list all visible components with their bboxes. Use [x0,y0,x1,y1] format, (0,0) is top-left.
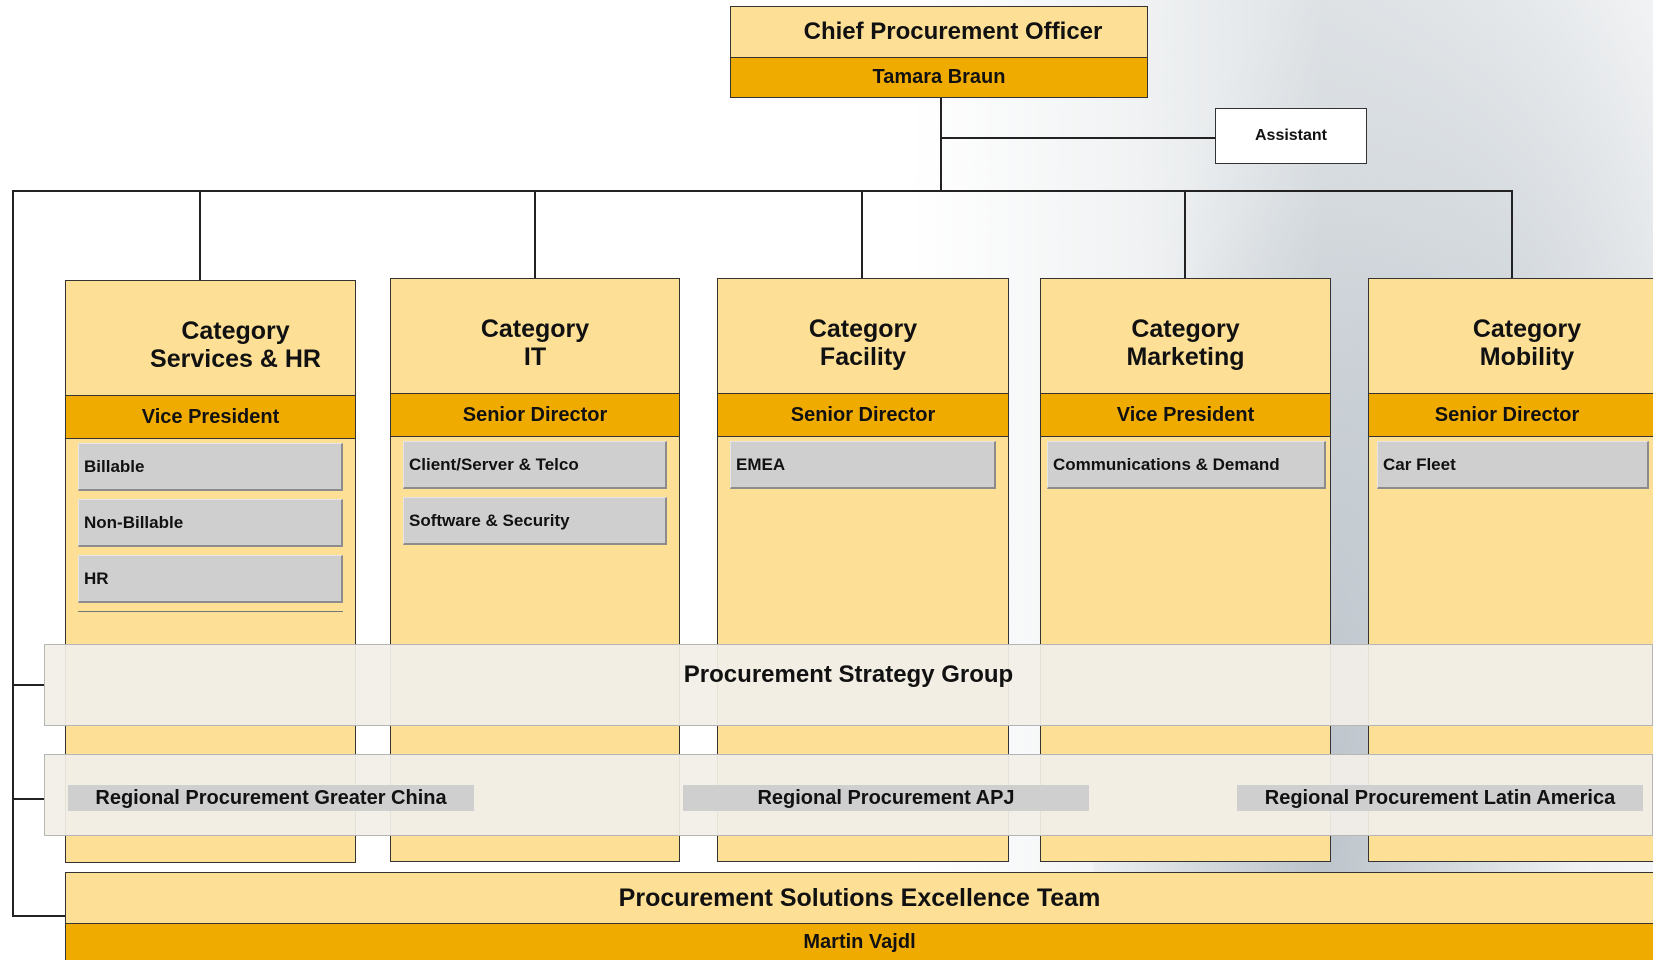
list-item: HR [78,555,343,603]
list-item: Communications & Demand [1047,441,1326,489]
category-role: Senior Director [391,393,679,437]
list-item: Non-Billable [78,499,343,547]
list-item: EMEA [730,441,996,489]
list-item: Software & Security [403,497,667,545]
category-title: Category Facility [808,315,918,371]
cpo-title: Chief Procurement Officer [803,18,1103,45]
regional-apj: Regional Procurement APJ [683,785,1089,811]
cpo-box: Chief Procurement Officer Tamara Braun [730,6,1148,98]
assistant-box: Assistant [1215,108,1367,164]
regional-greater-china: Regional Procurement Greater China [68,785,474,811]
category-title: Category Services & HR [150,317,321,373]
regional-latin-america: Regional Procurement Latin America [1237,785,1643,811]
list-item: Client/Server & Telco [403,441,667,489]
category-items: Car Fleet [1377,441,1649,497]
category-items: Billable Non-Billable HR [78,443,343,612]
regional-band: Regional Procurement Greater China Regio… [44,754,1653,836]
category-role: Senior Director [718,393,1008,437]
list-item: Car Fleet [1377,441,1649,489]
divider [78,611,343,612]
list-item: Billable [78,443,343,491]
category-title: Category IT [480,315,590,371]
strategy-group-band: Procurement Strategy Group [44,644,1653,726]
category-role: Vice President [66,395,355,439]
category-title: Category Marketing [1126,315,1245,371]
solutions-team-title: Procurement Solutions Excellence Team [618,883,1101,912]
cpo-name: Tamara Braun [731,57,1147,97]
category-items: EMEA [730,441,996,497]
category-items: Client/Server & Telco Software & Securit… [403,441,667,553]
category-role: Senior Director [1369,393,1653,437]
category-role: Vice President [1041,393,1330,437]
solutions-team-box: Procurement Solutions Excellence Team Ma… [65,872,1653,960]
category-items: Communications & Demand [1047,441,1326,497]
solutions-team-lead: Martin Vajdl [66,923,1653,960]
strategy-group-title: Procurement Strategy Group [683,661,1014,688]
category-title: Category Mobility [1472,315,1582,371]
